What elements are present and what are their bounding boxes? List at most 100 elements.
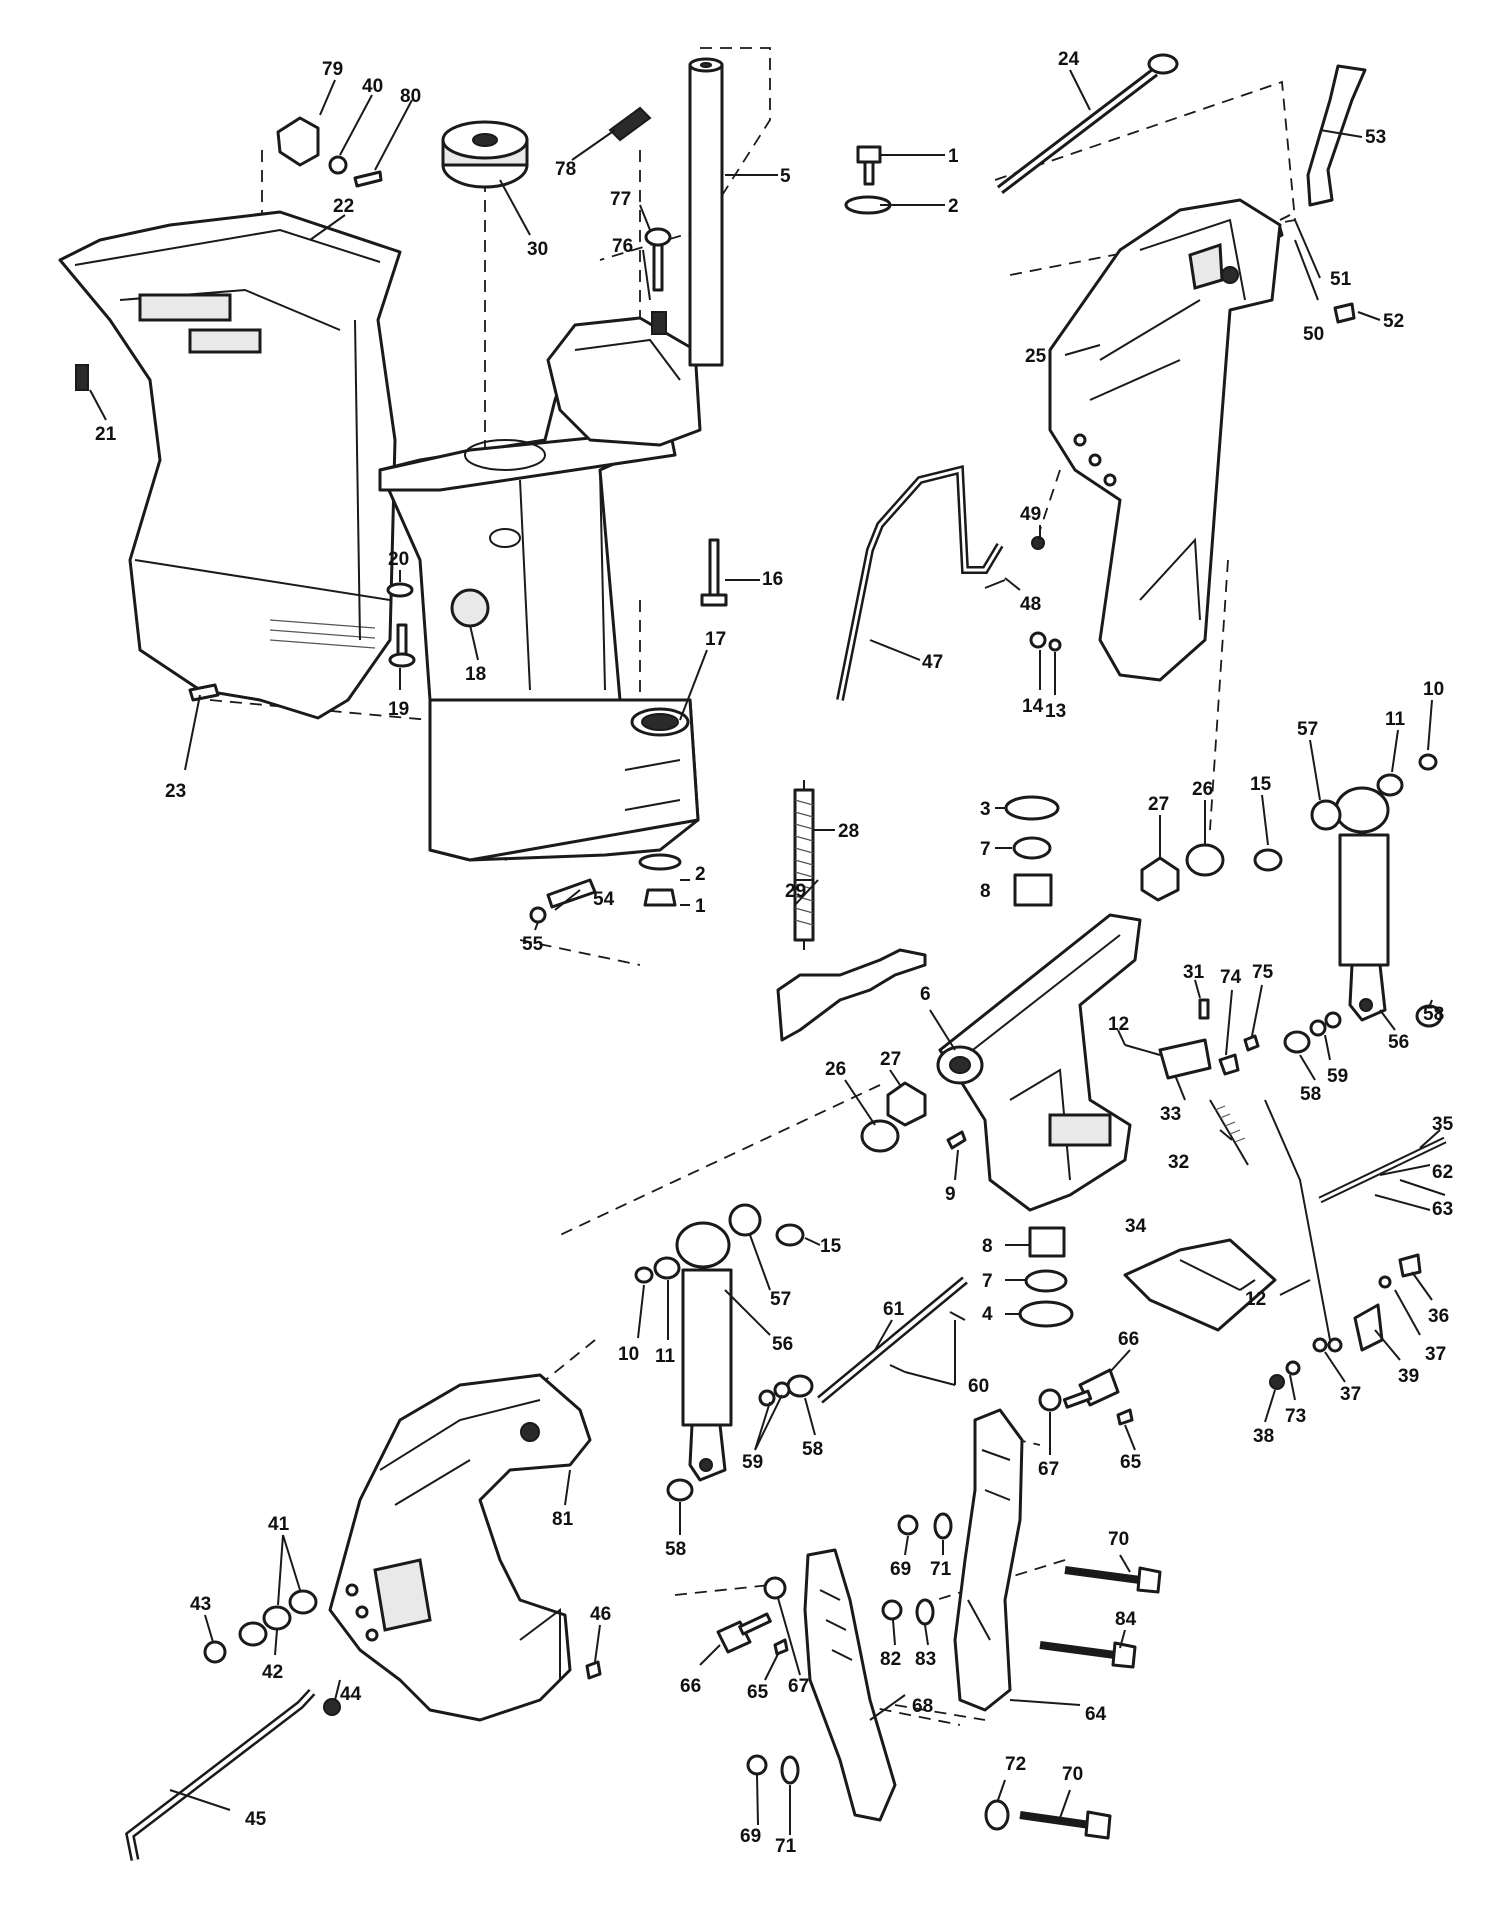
swivel-bracket-6 bbox=[936, 913, 1142, 1212]
callout-39: 39 bbox=[1398, 1366, 1419, 1387]
nut-38 bbox=[1269, 1374, 1285, 1390]
callout-45: 45 bbox=[245, 1809, 267, 1830]
callout-30: 30 bbox=[527, 239, 548, 260]
callout-21: 21 bbox=[95, 424, 117, 445]
cap-79 bbox=[276, 116, 320, 167]
callout-44: 44 bbox=[340, 1684, 362, 1705]
bracket-64 bbox=[953, 1408, 1024, 1712]
callout-6: 6 bbox=[920, 984, 931, 1005]
bearing-7-lower bbox=[1024, 1269, 1068, 1293]
bracket-29 bbox=[776, 948, 927, 1042]
callout-59-lower: 59 bbox=[742, 1452, 763, 1473]
callout-33: 33 bbox=[1160, 1104, 1181, 1125]
small-fasteners-upper-right bbox=[984, 536, 1062, 652]
nut-69-upper bbox=[897, 1514, 919, 1536]
callout-19: 19 bbox=[388, 699, 409, 720]
callout-22: 22 bbox=[333, 196, 354, 217]
bearing-8 bbox=[1013, 873, 1053, 907]
shaft-61 bbox=[817, 1276, 968, 1404]
callout-66-upper: 66 bbox=[1118, 1329, 1139, 1350]
callout-41: 41 bbox=[268, 1514, 290, 1535]
pin-48 bbox=[984, 579, 1006, 589]
bolt-66-lower bbox=[716, 1612, 772, 1654]
callout-67-upper: 67 bbox=[1038, 1459, 1059, 1480]
callout-3: 3 bbox=[980, 799, 991, 820]
bracket-68 bbox=[803, 1548, 897, 1822]
tube-5 bbox=[688, 57, 724, 367]
leader-lines bbox=[89, 69, 1446, 1835]
callout-71-lower: 71 bbox=[775, 1836, 797, 1857]
callout-9: 9 bbox=[945, 1184, 956, 1205]
washer-37-b bbox=[1312, 1337, 1328, 1353]
screw-23 bbox=[188, 683, 220, 702]
callout-56-upper: 56 bbox=[1388, 1032, 1409, 1053]
callout-75: 75 bbox=[1252, 962, 1274, 983]
bushing-27-upper bbox=[1140, 856, 1180, 902]
callout-34: 34 bbox=[1125, 1216, 1147, 1237]
cylinder-56-left bbox=[634, 1203, 814, 1502]
spring-28 bbox=[793, 780, 815, 950]
spring-57-left bbox=[728, 1203, 762, 1237]
callout-55: 55 bbox=[522, 934, 544, 955]
callout-69-lower: 69 bbox=[740, 1826, 761, 1847]
callout-56-lower: 56 bbox=[772, 1334, 793, 1355]
cylinder-56-right bbox=[1253, 753, 1443, 1054]
callout-62: 62 bbox=[1432, 1162, 1453, 1183]
callout-29: 29 bbox=[785, 881, 806, 902]
washer-11-right bbox=[1376, 773, 1404, 797]
pin-65-lower bbox=[773, 1638, 789, 1656]
plug-78 bbox=[608, 106, 652, 142]
callout-10-upper: 10 bbox=[1423, 679, 1444, 700]
callout-65-lower: 65 bbox=[747, 1682, 769, 1703]
rubber-mount-30 bbox=[441, 120, 529, 189]
screw-80 bbox=[353, 170, 383, 188]
bearing-stack-bottom bbox=[1018, 1226, 1074, 1328]
cable-12-right bbox=[1264, 1099, 1331, 1341]
screw-21 bbox=[75, 364, 89, 391]
callout-43: 43 bbox=[190, 1594, 211, 1615]
washer-40 bbox=[328, 155, 348, 175]
callout-2-lower: 2 bbox=[695, 864, 706, 885]
ring-59-left-a bbox=[758, 1389, 776, 1407]
bolt-54 bbox=[546, 878, 597, 909]
spring-57-right bbox=[1310, 799, 1342, 831]
callout-40: 40 bbox=[362, 76, 383, 97]
callout-68: 68 bbox=[912, 1696, 933, 1717]
washer-37-a bbox=[1378, 1275, 1392, 1289]
callout-57-lower: 57 bbox=[770, 1289, 791, 1310]
pin-51 bbox=[1279, 214, 1291, 221]
ring-59-right-a bbox=[1309, 1019, 1327, 1037]
callout-numbers: 79 40 80 78 5 1 2 24 53 22 30 77 76 51 5… bbox=[95, 49, 1454, 1857]
bushing-27-lower bbox=[886, 1081, 927, 1127]
ring-10-right bbox=[1418, 753, 1438, 771]
pin-74 bbox=[1218, 1053, 1240, 1076]
callout-20: 20 bbox=[388, 549, 409, 570]
plate-39 bbox=[1353, 1303, 1384, 1352]
nut-49 bbox=[1031, 536, 1045, 550]
callout-7-upper: 7 bbox=[980, 839, 991, 860]
callout-60: 60 bbox=[968, 1376, 989, 1397]
callout-70-lower: 70 bbox=[1062, 1764, 1083, 1785]
bearing-stack-top bbox=[1004, 795, 1060, 907]
callout-74: 74 bbox=[1220, 967, 1242, 988]
pin-65-upper bbox=[1116, 1408, 1134, 1426]
washer-71-upper bbox=[933, 1512, 953, 1540]
washer-58-left-a bbox=[786, 1374, 814, 1398]
callout-64: 64 bbox=[1085, 1704, 1107, 1725]
nut-43 bbox=[203, 1640, 227, 1664]
bearing-8-lower bbox=[1028, 1226, 1066, 1258]
nut-82 bbox=[881, 1599, 903, 1621]
nut-44 bbox=[323, 1698, 341, 1716]
callout-27-upper: 27 bbox=[1148, 794, 1169, 815]
nut-67-upper bbox=[1038, 1388, 1062, 1412]
spring-32 bbox=[1209, 1099, 1249, 1166]
latch-33 bbox=[1158, 1038, 1212, 1080]
callout-42: 42 bbox=[262, 1662, 283, 1683]
callout-1-top: 1 bbox=[948, 146, 959, 167]
bolt-70-lower bbox=[1019, 1810, 1112, 1840]
callout-81: 81 bbox=[552, 1509, 574, 1530]
top-small-parts bbox=[276, 53, 1367, 367]
callout-28: 28 bbox=[838, 821, 859, 842]
callout-82: 82 bbox=[880, 1649, 901, 1670]
washer-58-right-b bbox=[1283, 1030, 1311, 1054]
